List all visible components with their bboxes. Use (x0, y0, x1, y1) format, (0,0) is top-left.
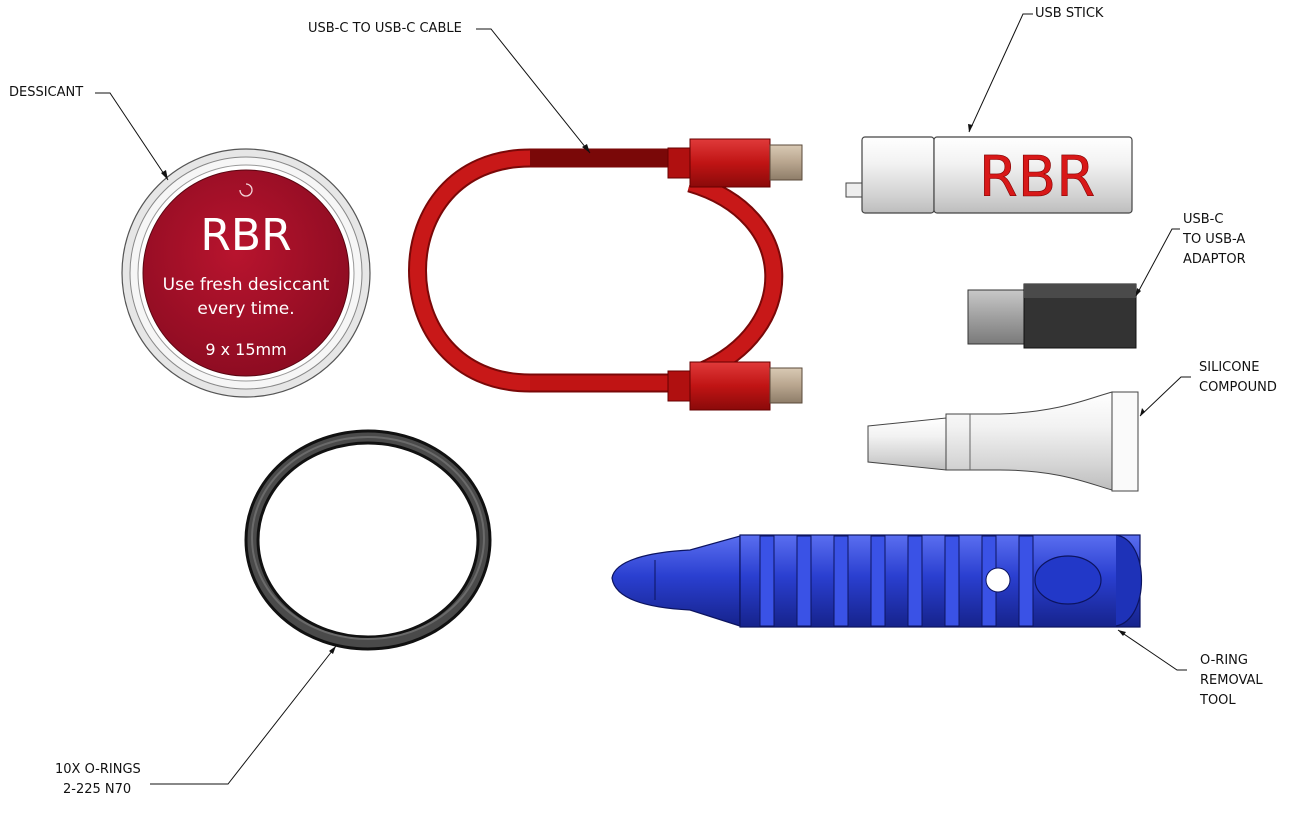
desiccant-can: RBR Use fresh desiccant every time. 9 x … (121, 148, 371, 398)
desiccant-line2: every time. (197, 299, 294, 319)
leader-arrowheads (161, 124, 1145, 654)
desiccant-line1: Use fresh desiccant (163, 275, 330, 295)
silicone-tube (867, 391, 1139, 492)
tool-ribs (759, 535, 1034, 627)
callout-silicone: SILICONE COMPOUND (1199, 360, 1277, 395)
refresh-icon (239, 183, 253, 197)
usb-c-cable (408, 138, 803, 411)
usb-stick: RBR (845, 136, 1133, 214)
usb-adaptor (967, 283, 1137, 349)
o-ring (244, 429, 492, 651)
callout-usb-stick: USB STICK (1035, 6, 1104, 21)
callout-dessicant: DESSICANT (9, 85, 84, 100)
callout-removal-tool: O-RING REMOVAL TOOL (1200, 653, 1263, 708)
o-ring-removal-tool (611, 534, 1142, 628)
usb-stick-brand: RBR (979, 145, 1095, 210)
desiccant-brand: RBR (200, 210, 291, 261)
leader-lines (95, 13, 1191, 785)
callout-usb-cable: USB-C TO USB-C CABLE (308, 21, 462, 36)
callout-adaptor: USB-C TO USB-A ADAPTOR (1183, 212, 1246, 267)
callout-o-rings: 10X O-RINGS 2-225 N70 (55, 762, 141, 797)
desiccant-size: 9 x 15mm (205, 340, 286, 359)
